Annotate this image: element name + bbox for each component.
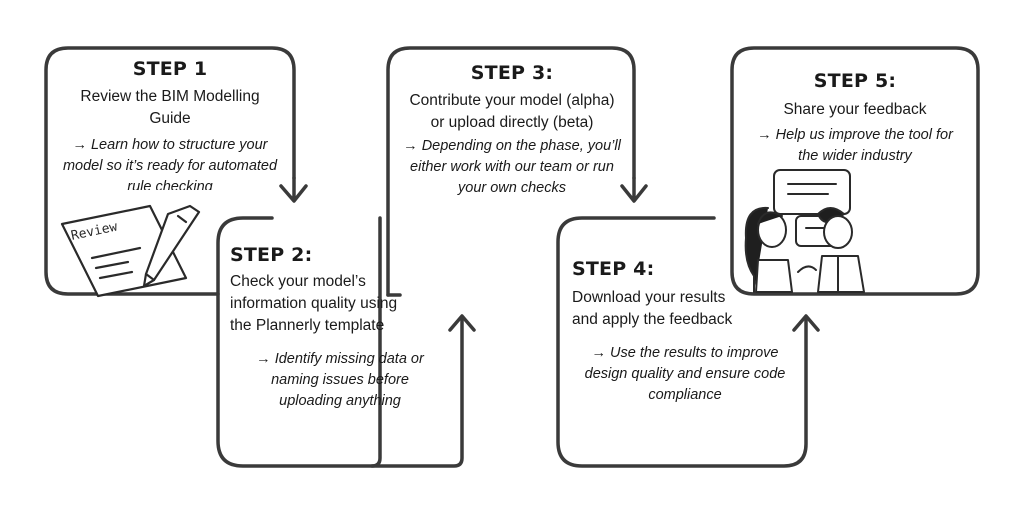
step4-box: STEP 4: Download your results and apply … — [572, 258, 798, 458]
step3-frame — [386, 46, 636, 297]
step5-box: STEP 5: Share your feedback → Help us im… — [742, 70, 968, 168]
step5-frame — [730, 46, 980, 296]
step2-side — [370, 316, 464, 468]
step4-subtitle: Download your results and apply the feed… — [572, 289, 733, 328]
step3-frame-right — [620, 176, 648, 203]
step5-subtitle: Share your feedback — [783, 101, 927, 118]
step2-subtitle: Check your model’s information quality u… — [230, 273, 398, 334]
review-illustration: Review — [60, 204, 201, 298]
step4-arrow — [792, 314, 820, 332]
step5-title: STEP 5: — [813, 70, 897, 92]
step2-box: STEP 2: Check your model’s information q… — [230, 244, 450, 458]
step1-title: STEP 1 — [132, 58, 208, 80]
step4-note: → Use the results to improve design qual… — [584, 345, 786, 403]
conversation-illustration — [744, 169, 865, 293]
step4-title: STEP 4: — [572, 258, 655, 280]
step3-box: STEP 3: Contribute your model (alpha) or… — [398, 62, 626, 214]
step2-note: → Identify missing data or naming issues… — [256, 351, 424, 409]
step5-note: → Help us improve the tool for the wider… — [757, 127, 953, 164]
step1-note: → Learn how to structure your model so i… — [62, 137, 278, 190]
step3-title: STEP 3: — [470, 62, 554, 84]
step4-frame — [556, 216, 808, 468]
step3-note: → Depending on the phase, you’ll either … — [403, 138, 621, 196]
step2-title: STEP 2: — [230, 244, 313, 266]
step1-arrow — [279, 176, 308, 203]
step3-subtitle: Contribute your model (alpha) or upload … — [409, 92, 615, 131]
step2-frame — [216, 216, 382, 468]
step1-box: STEP 1 Review the BIM Modelling Guide → … — [52, 58, 288, 190]
step1-frame — [44, 46, 296, 296]
step1-subtitle: Review the BIM Modelling Guide — [80, 88, 260, 127]
step2-arrow — [448, 314, 476, 332]
